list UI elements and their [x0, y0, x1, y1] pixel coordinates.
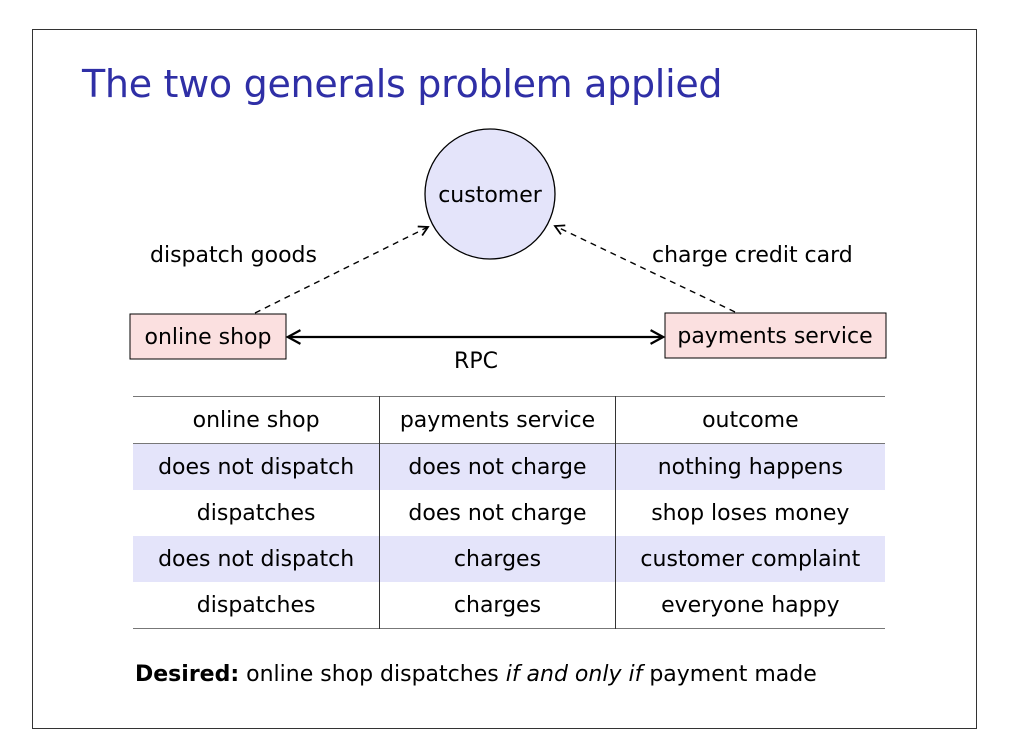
payments-service-node — [664, 312, 887, 359]
cell-outcome: shop loses money — [651, 500, 850, 526]
charge-credit-card-arrow — [553, 224, 736, 313]
header-online-shop: online shop — [133, 396, 381, 444]
cell-shop: does not dispatch — [133, 443, 381, 490]
online-shop-label: online shop — [145, 325, 272, 350]
payments-service-label: payments service — [677, 324, 872, 349]
cell-payments: charges — [379, 582, 616, 629]
customer-label: customer — [438, 183, 543, 208]
cell-shop: does not dispatch — [133, 536, 381, 582]
cell-shop: dispatches — [133, 582, 381, 629]
table-row: does not dispatch does not charge nothin… — [133, 443, 885, 490]
table-row: does not dispatch charges customer compl… — [133, 536, 885, 582]
cell-shop: dispatches — [133, 490, 381, 536]
desired-statement: Desired: online shop dispatches if and o… — [135, 662, 817, 687]
header-outcome: outcome — [702, 407, 799, 433]
outcome-table: online shop payments service outcome doe… — [133, 396, 885, 629]
cell-outcome: customer complaint — [615, 536, 885, 582]
slide-title: The two generals problem applied — [82, 62, 723, 106]
header-payments-service: payments service — [379, 396, 616, 444]
cell-payments: does not charge — [379, 443, 616, 490]
customer-node — [424, 128, 556, 260]
cell-payments: charges — [379, 536, 616, 582]
table-row: dispatches charges everyone happy — [133, 582, 885, 629]
desired-text-after: payment made — [642, 662, 817, 687]
table-row: dispatches does not charge shop loses mo… — [133, 490, 885, 536]
desired-label: Desired: — [135, 662, 240, 687]
desired-text-emphasis: if and only if — [505, 662, 643, 687]
table-header-row: online shop payments service outcome — [133, 396, 885, 444]
dispatch-goods-arrow — [254, 225, 430, 314]
desired-text-before: online shop dispatches — [239, 662, 506, 687]
cell-outcome: everyone happy — [661, 592, 840, 618]
cell-outcome: nothing happens — [615, 443, 885, 490]
charge-credit-card-label: charge credit card — [652, 243, 853, 268]
dispatch-goods-label: dispatch goods — [150, 243, 317, 268]
cell-payments: does not charge — [379, 490, 616, 536]
rpc-label: RPC — [454, 349, 498, 374]
